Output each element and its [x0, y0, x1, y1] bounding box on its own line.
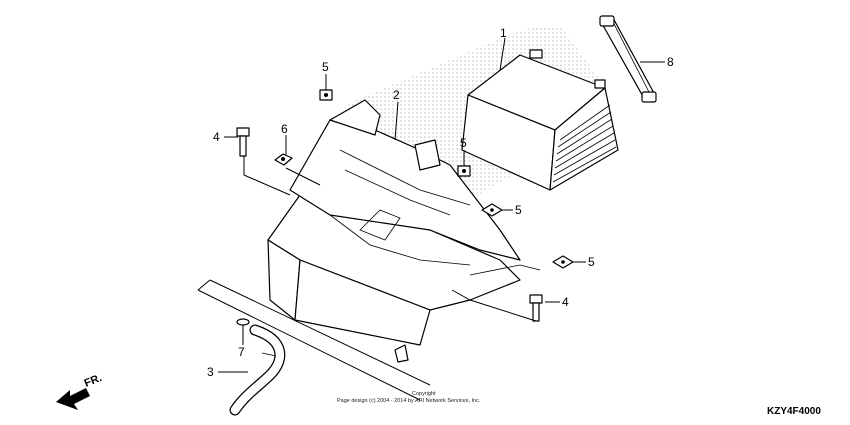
copyright-line-1: Copyright: [412, 391, 436, 397]
battery-box-part[interactable]: [267, 99, 541, 363]
battery-band-part[interactable]: [599, 15, 657, 103]
callout-5b: 5: [460, 136, 467, 150]
callout-8: 8: [667, 55, 674, 69]
guide-lines: [197, 156, 537, 401]
nut-part[interactable]: [274, 153, 293, 166]
clip-part-b[interactable]: [457, 165, 471, 177]
bolt-part-a[interactable]: [236, 127, 250, 157]
tube-clip-part[interactable]: [236, 318, 250, 326]
callout-1: 1: [500, 26, 507, 40]
callout-3: 3: [207, 365, 214, 379]
clip-part-d[interactable]: [552, 255, 574, 269]
callout-5d: 5: [588, 255, 595, 269]
clip-part-a[interactable]: [319, 89, 333, 101]
arrow-left-icon: [56, 388, 90, 410]
callout-7: 7: [238, 345, 245, 359]
callout-5a: 5: [322, 60, 329, 74]
callout-leaders: [218, 37, 665, 373]
callout-5c: 5: [515, 203, 522, 217]
battery-ribs: [552, 104, 617, 183]
front-direction-label: FR.: [83, 372, 104, 390]
callout-4a: 4: [213, 130, 220, 144]
battery-part[interactable]: [461, 49, 619, 191]
copyright-line-2: Page design (c) 2004 - 2014 by ARI Netwo…: [337, 398, 481, 404]
callout-4b: 4: [562, 295, 569, 309]
bolt-part-b[interactable]: [529, 294, 543, 322]
breather-tube-part[interactable]: [229, 324, 286, 416]
reference-code: KZY4F4000: [767, 406, 821, 417]
callout-6: 6: [281, 122, 288, 136]
front-direction-arrow: FR.: [56, 372, 104, 410]
callout-2: 2: [393, 88, 400, 102]
